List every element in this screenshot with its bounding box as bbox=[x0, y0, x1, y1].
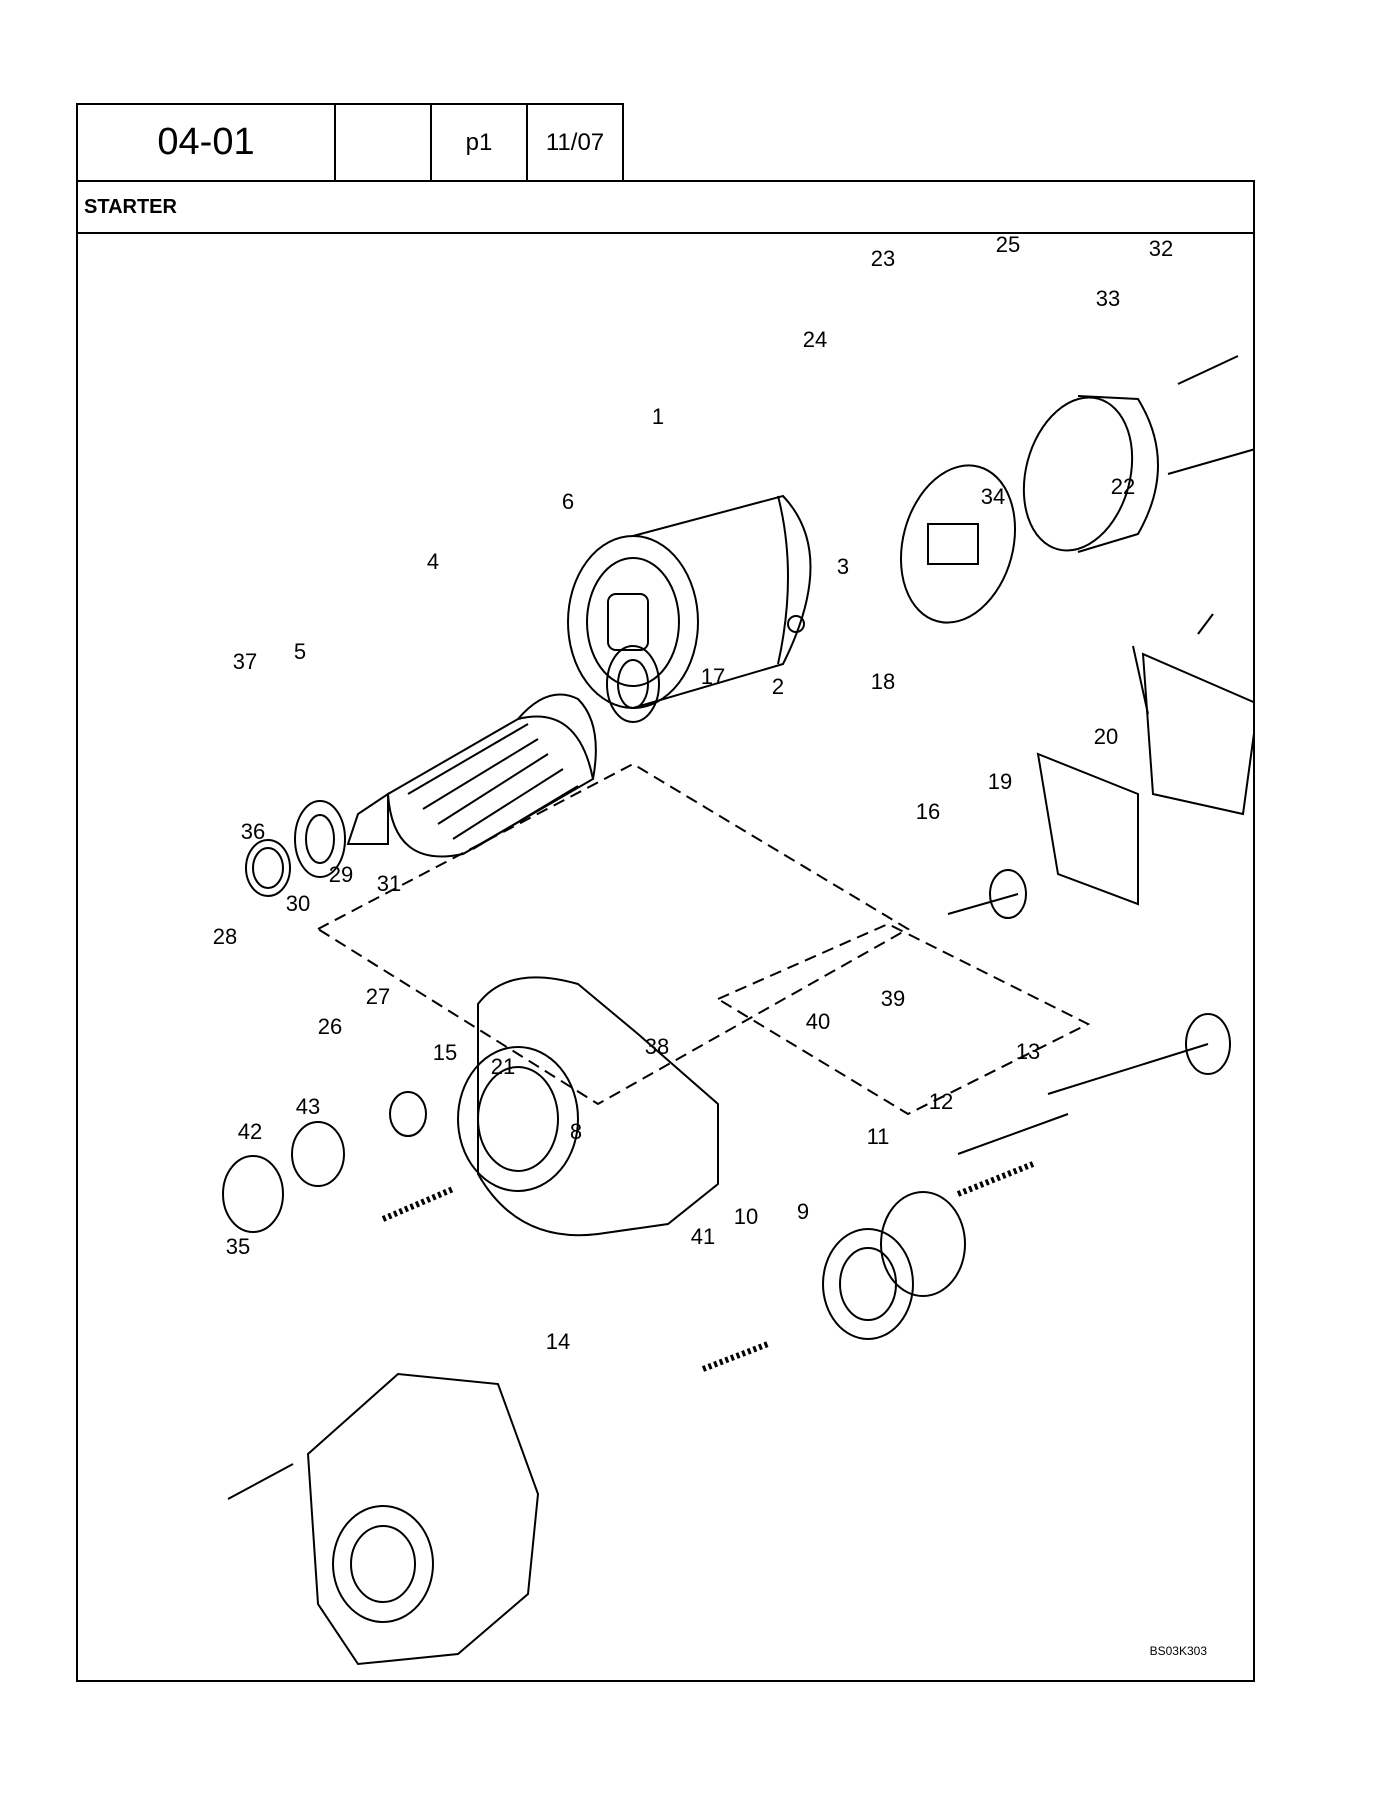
callout-10: 10 bbox=[734, 1204, 758, 1229]
page-title: STARTER bbox=[78, 182, 1253, 234]
callout-13: 13 bbox=[1016, 1039, 1040, 1064]
callout-22: 22 bbox=[1111, 474, 1135, 499]
callout-40: 40 bbox=[806, 1009, 830, 1034]
callout-6: 6 bbox=[562, 489, 574, 514]
brush-holder-and-cover bbox=[899, 395, 1253, 624]
callout-19: 19 bbox=[988, 769, 1012, 794]
callout-26: 26 bbox=[318, 1014, 342, 1039]
callout-15: 15 bbox=[433, 1040, 457, 1065]
callout-34: 34 bbox=[981, 484, 1005, 509]
callout-41: 41 bbox=[691, 1224, 715, 1249]
blank-cell bbox=[334, 103, 430, 182]
callout-25: 25 bbox=[996, 234, 1020, 257]
callout-31: 31 bbox=[377, 871, 401, 896]
callout-4: 4 bbox=[427, 549, 439, 574]
reference-code: BS03K303 bbox=[1149, 1644, 1207, 1658]
callout-29: 29 bbox=[329, 862, 353, 887]
callout-23: 23 bbox=[871, 246, 895, 271]
page-number: p1 bbox=[430, 103, 526, 182]
callout-35: 35 bbox=[226, 1234, 250, 1259]
callout-36: 36 bbox=[241, 819, 265, 844]
revision-date: 11/07 bbox=[526, 103, 624, 182]
assembly-outline-16 bbox=[715, 922, 1091, 1116]
callout-1: 1 bbox=[652, 404, 664, 429]
callout-21: 21 bbox=[491, 1054, 515, 1079]
callout-17: 17 bbox=[701, 664, 725, 689]
callout-9: 9 bbox=[797, 1199, 809, 1224]
diagram-frame: STARTER bbox=[76, 180, 1255, 1682]
solenoid-parts bbox=[947, 652, 1253, 919]
callout-12: 12 bbox=[929, 1089, 953, 1114]
callout-37: 37 bbox=[233, 649, 257, 674]
armature bbox=[346, 693, 597, 858]
callout-18: 18 bbox=[871, 669, 895, 694]
callout-3: 3 bbox=[837, 554, 849, 579]
callout-11: 11 bbox=[867, 1124, 890, 1149]
callout-32: 32 bbox=[1149, 236, 1173, 261]
bolts bbox=[227, 355, 1239, 1500]
assembly-outline-17 bbox=[315, 762, 910, 1106]
drive-parts bbox=[822, 1013, 1231, 1340]
callout-28: 28 bbox=[213, 924, 237, 949]
header-table: 04-01 p1 11/07 bbox=[76, 103, 624, 182]
pinion-parts bbox=[222, 1091, 1035, 1372]
bearings bbox=[245, 645, 660, 897]
callout-27: 27 bbox=[366, 984, 390, 1009]
callout-14: 14 bbox=[546, 1329, 570, 1354]
callout-24: 24 bbox=[803, 327, 827, 352]
front-housing bbox=[306, 1372, 540, 1666]
callout-5: 5 bbox=[294, 639, 306, 664]
callout-42: 42 bbox=[238, 1119, 262, 1144]
callout-33: 33 bbox=[1096, 286, 1120, 311]
callout-43: 43 bbox=[296, 1094, 320, 1119]
callout-16: 16 bbox=[916, 799, 940, 824]
callout-38: 38 bbox=[645, 1034, 669, 1059]
callout-2: 2 bbox=[772, 674, 784, 699]
callout-8: 8 bbox=[570, 1119, 582, 1144]
section-number: 04-01 bbox=[76, 103, 334, 182]
callout-30: 30 bbox=[286, 891, 310, 916]
gear-housing bbox=[457, 976, 719, 1237]
callout-39: 39 bbox=[881, 986, 905, 1011]
callout-20: 20 bbox=[1094, 724, 1118, 749]
